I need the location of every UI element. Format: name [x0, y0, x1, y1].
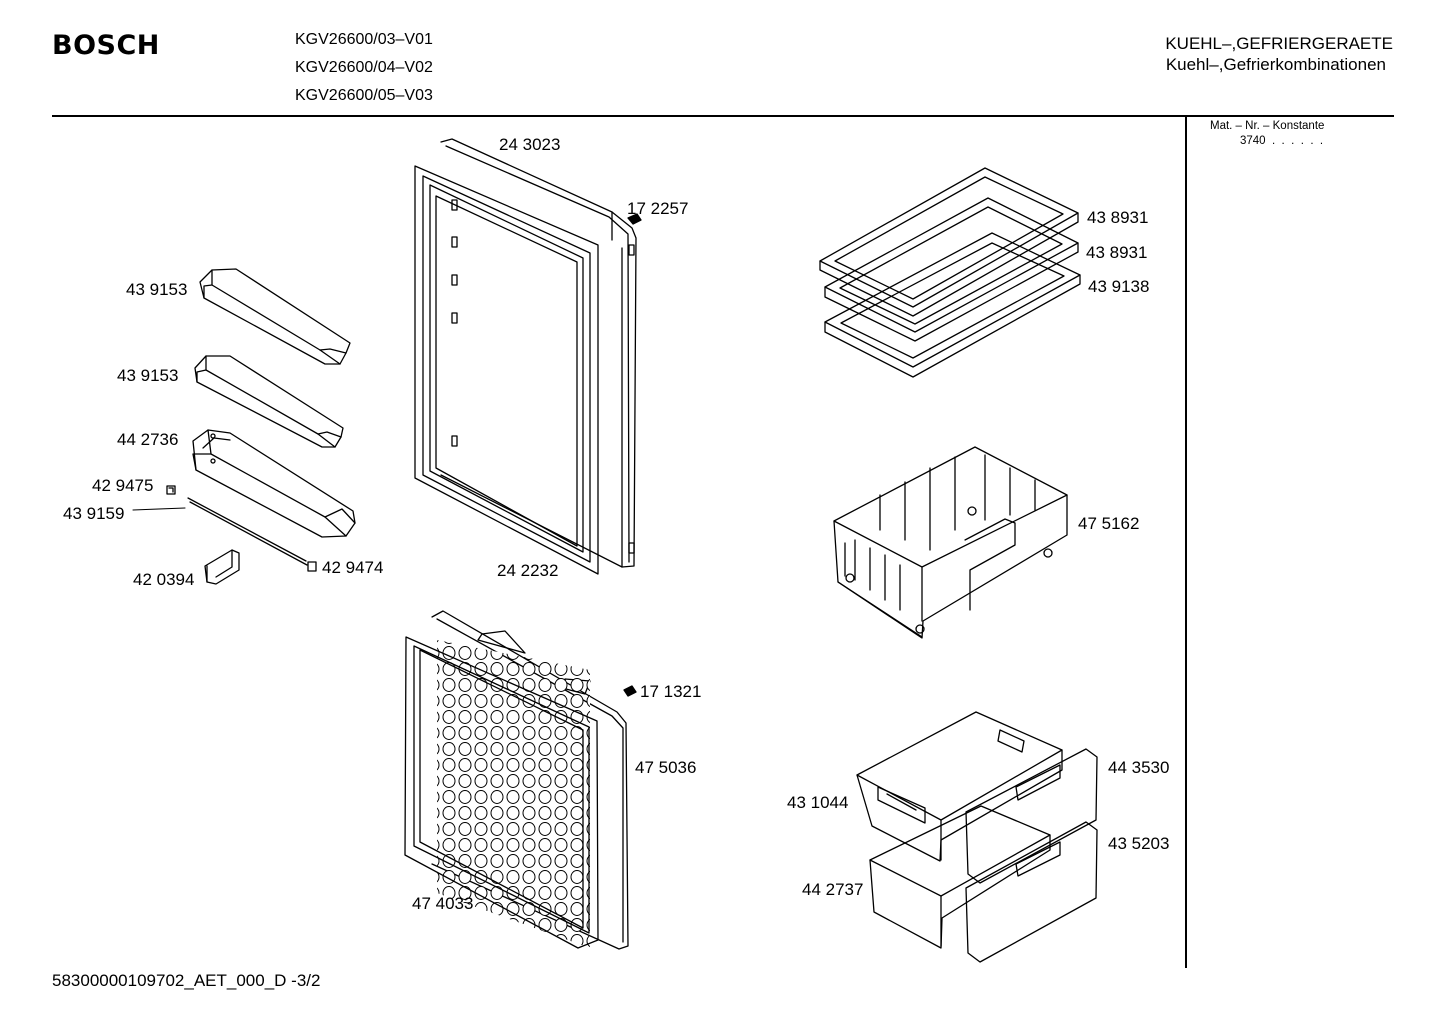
model-number-3: KGV26600/05–V03 — [295, 87, 433, 104]
brand-logo: BOSCH — [52, 30, 160, 61]
part-label-freezer-gasket: 47 4033 — [412, 894, 474, 913]
part-label-freezer-basket: 47 5162 — [1078, 514, 1140, 533]
part-label-shelf-2: 43 8931 — [1086, 243, 1148, 262]
rod-drawing — [133, 498, 307, 565]
clip-lower-drawing — [308, 562, 316, 571]
freezer-gasket-drawing — [405, 637, 598, 948]
fridge-gasket-drawing — [415, 166, 598, 574]
part-label-drawer-upper: 43 1044 — [787, 793, 849, 812]
part-label-drawer-lower: 44 2737 — [802, 880, 864, 899]
model-number-1: KGV26600/03–V01 — [295, 31, 433, 48]
mat-number-label: Mat. – Nr. – Konstante — [1210, 120, 1325, 132]
door-bin-lower-drawing — [193, 430, 355, 537]
part-label-end-cap: 42 0394 — [133, 570, 195, 589]
header-divider — [52, 115, 1394, 117]
shelf-3-drawing — [825, 233, 1080, 377]
part-label-shelf-1: 43 8931 — [1087, 208, 1149, 227]
end-cap-drawing — [205, 550, 239, 584]
mat-number-value: 3740 . . . . . . — [1240, 135, 1324, 147]
part-label-door-bin-middle: 43 9153 — [117, 366, 179, 385]
door-bin-middle-drawing — [195, 356, 343, 447]
part-label-rod: 43 9159 — [63, 504, 125, 523]
part-label-freezer-door: 47 5036 — [635, 758, 697, 777]
part-label-drawer-front-lower: 43 5203 — [1108, 834, 1170, 853]
category-title: KUEHL–,GEFRIERGERAETE — [1165, 34, 1393, 53]
drawer-upper-drawing — [857, 712, 1062, 861]
category-subtitle: Kuehl–,Gefrierkombinationen — [1165, 55, 1386, 74]
part-label-shelf-3: 43 9138 — [1088, 277, 1150, 296]
part-label-hinge-cover-lower: 17 1321 — [640, 682, 702, 701]
part-label-fridge-gasket: 24 2232 — [497, 561, 559, 580]
hinge-cover-upper-drawing — [628, 214, 641, 224]
shelf-1-drawing — [820, 168, 1078, 316]
part-label-drawer-front-upper: 44 3530 — [1108, 758, 1170, 777]
shelf-2-drawing — [825, 198, 1078, 341]
drawer-front-upper-drawing — [966, 749, 1097, 883]
part-label-clip-lower: 42 9474 — [322, 558, 384, 577]
part-label-hinge-cover-upper: 17 2257 — [627, 199, 689, 218]
fridge-door-drawing — [441, 139, 636, 567]
hinge-cover-lower-drawing — [624, 686, 636, 696]
document-code: 58300000109702_AET_000_D -3/2 — [52, 971, 321, 990]
drawer-front-lower-drawing — [966, 822, 1097, 962]
freezer-door-drawing — [432, 611, 628, 949]
part-label-door-bin-upper: 43 9153 — [126, 280, 188, 299]
freezer-basket-drawing — [834, 447, 1067, 638]
part-label-fridge-door: 24 3023 — [499, 135, 561, 154]
model-number-2: KGV26600/04–V02 — [295, 59, 433, 76]
clip-small-drawing — [167, 486, 175, 494]
part-label-door-bin-lower: 44 2736 — [117, 430, 179, 449]
drawer-lower-drawing — [870, 806, 1050, 948]
sidebar-divider — [1185, 117, 1187, 968]
part-label-clip-small: 42 9475 — [92, 476, 154, 495]
door-bin-upper-drawing — [200, 269, 350, 364]
